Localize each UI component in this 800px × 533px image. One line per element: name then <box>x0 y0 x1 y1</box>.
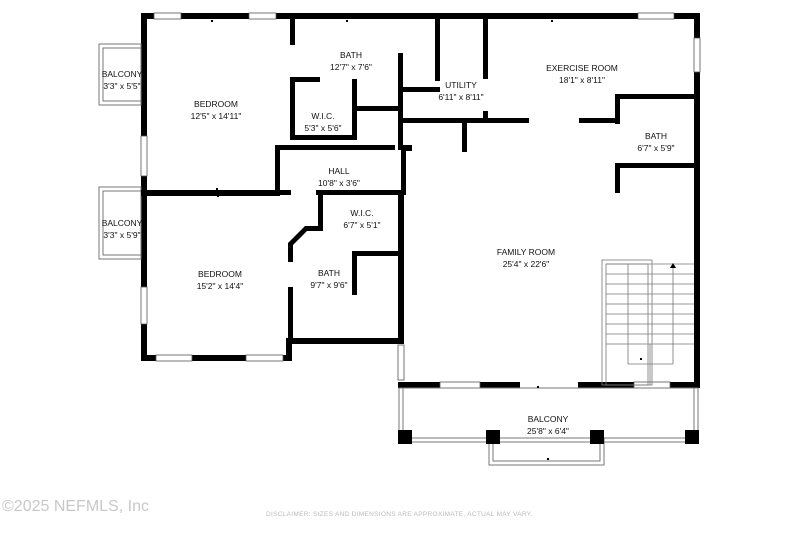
room-dims-exercise-room: 18'1" x 8'11" <box>559 75 605 85</box>
balcony-sw-outline <box>98 186 142 260</box>
room-name-utility: UTILITY <box>445 80 477 90</box>
room-name-bath-south: BATH <box>318 268 340 278</box>
room-name-family-room: FAMILY ROOM <box>497 247 555 257</box>
room-name-bedroom-north: BEDROOM <box>194 99 238 109</box>
copyright-text: ©2025 NEFMLS, Inc <box>2 498 149 515</box>
room-dims-bedroom-north: 12'5" x 14'11" <box>191 111 242 121</box>
disclaimer-text: DISCLAIMER: SIZES AND DIMENSIONS ARE APP… <box>266 511 533 518</box>
room-labels: BALCONY 3'3" x 5'5" BEDROOM 12'5" x 14'1… <box>102 50 675 436</box>
staircase <box>601 259 694 386</box>
balcony-south-outline <box>398 387 699 466</box>
room-dims-bath-south: 9'7" x 9'6" <box>310 280 347 290</box>
room-name-balcony-nw: BALCONY <box>102 69 143 79</box>
room-name-bedroom-south: BEDROOM <box>198 269 242 279</box>
room-dims-balcony-nw: 3'3" x 5'5" <box>103 81 140 91</box>
room-dims-utility: 6'11" x 8'11" <box>438 92 483 102</box>
room-dims-wic-south: 6'7" x 5'1" <box>343 220 380 230</box>
interior-walls <box>141 19 695 343</box>
room-dims-bath-north: 12'7" x 7'6" <box>330 62 372 72</box>
room-dims-wic-north: 5'3" x 5'6" <box>304 123 341 133</box>
balcony-nw-outline <box>98 43 142 106</box>
room-name-balcony-south: BALCONY <box>528 414 569 424</box>
room-name-balcony-sw: BALCONY <box>102 218 143 228</box>
room-name-wic-south: W.I.C. <box>350 208 373 218</box>
room-dims-family-room: 25'4" x 22'6" <box>503 259 550 269</box>
room-dims-bath-east: 6'7" x 5'9" <box>637 143 674 153</box>
room-dims-balcony-sw: 3'3" x 5'9" <box>103 230 140 240</box>
room-name-exercise-room: EXERCISE ROOM <box>546 63 618 73</box>
room-name-bath-north: BATH <box>340 50 362 60</box>
room-name-bath-east: BATH <box>645 131 667 141</box>
room-name-wic-north: W.I.C. <box>311 111 334 121</box>
room-dims-balcony-south: 25'8" x 6'4" <box>527 426 569 436</box>
room-name-hall: HALL <box>328 166 350 176</box>
stair-up-arrow-icon <box>670 263 676 268</box>
measure-dots <box>211 20 642 460</box>
room-dims-hall: 10'8" x 3'6" <box>318 178 360 188</box>
room-dims-bedroom-south: 15'2" x 14'4" <box>197 281 244 291</box>
